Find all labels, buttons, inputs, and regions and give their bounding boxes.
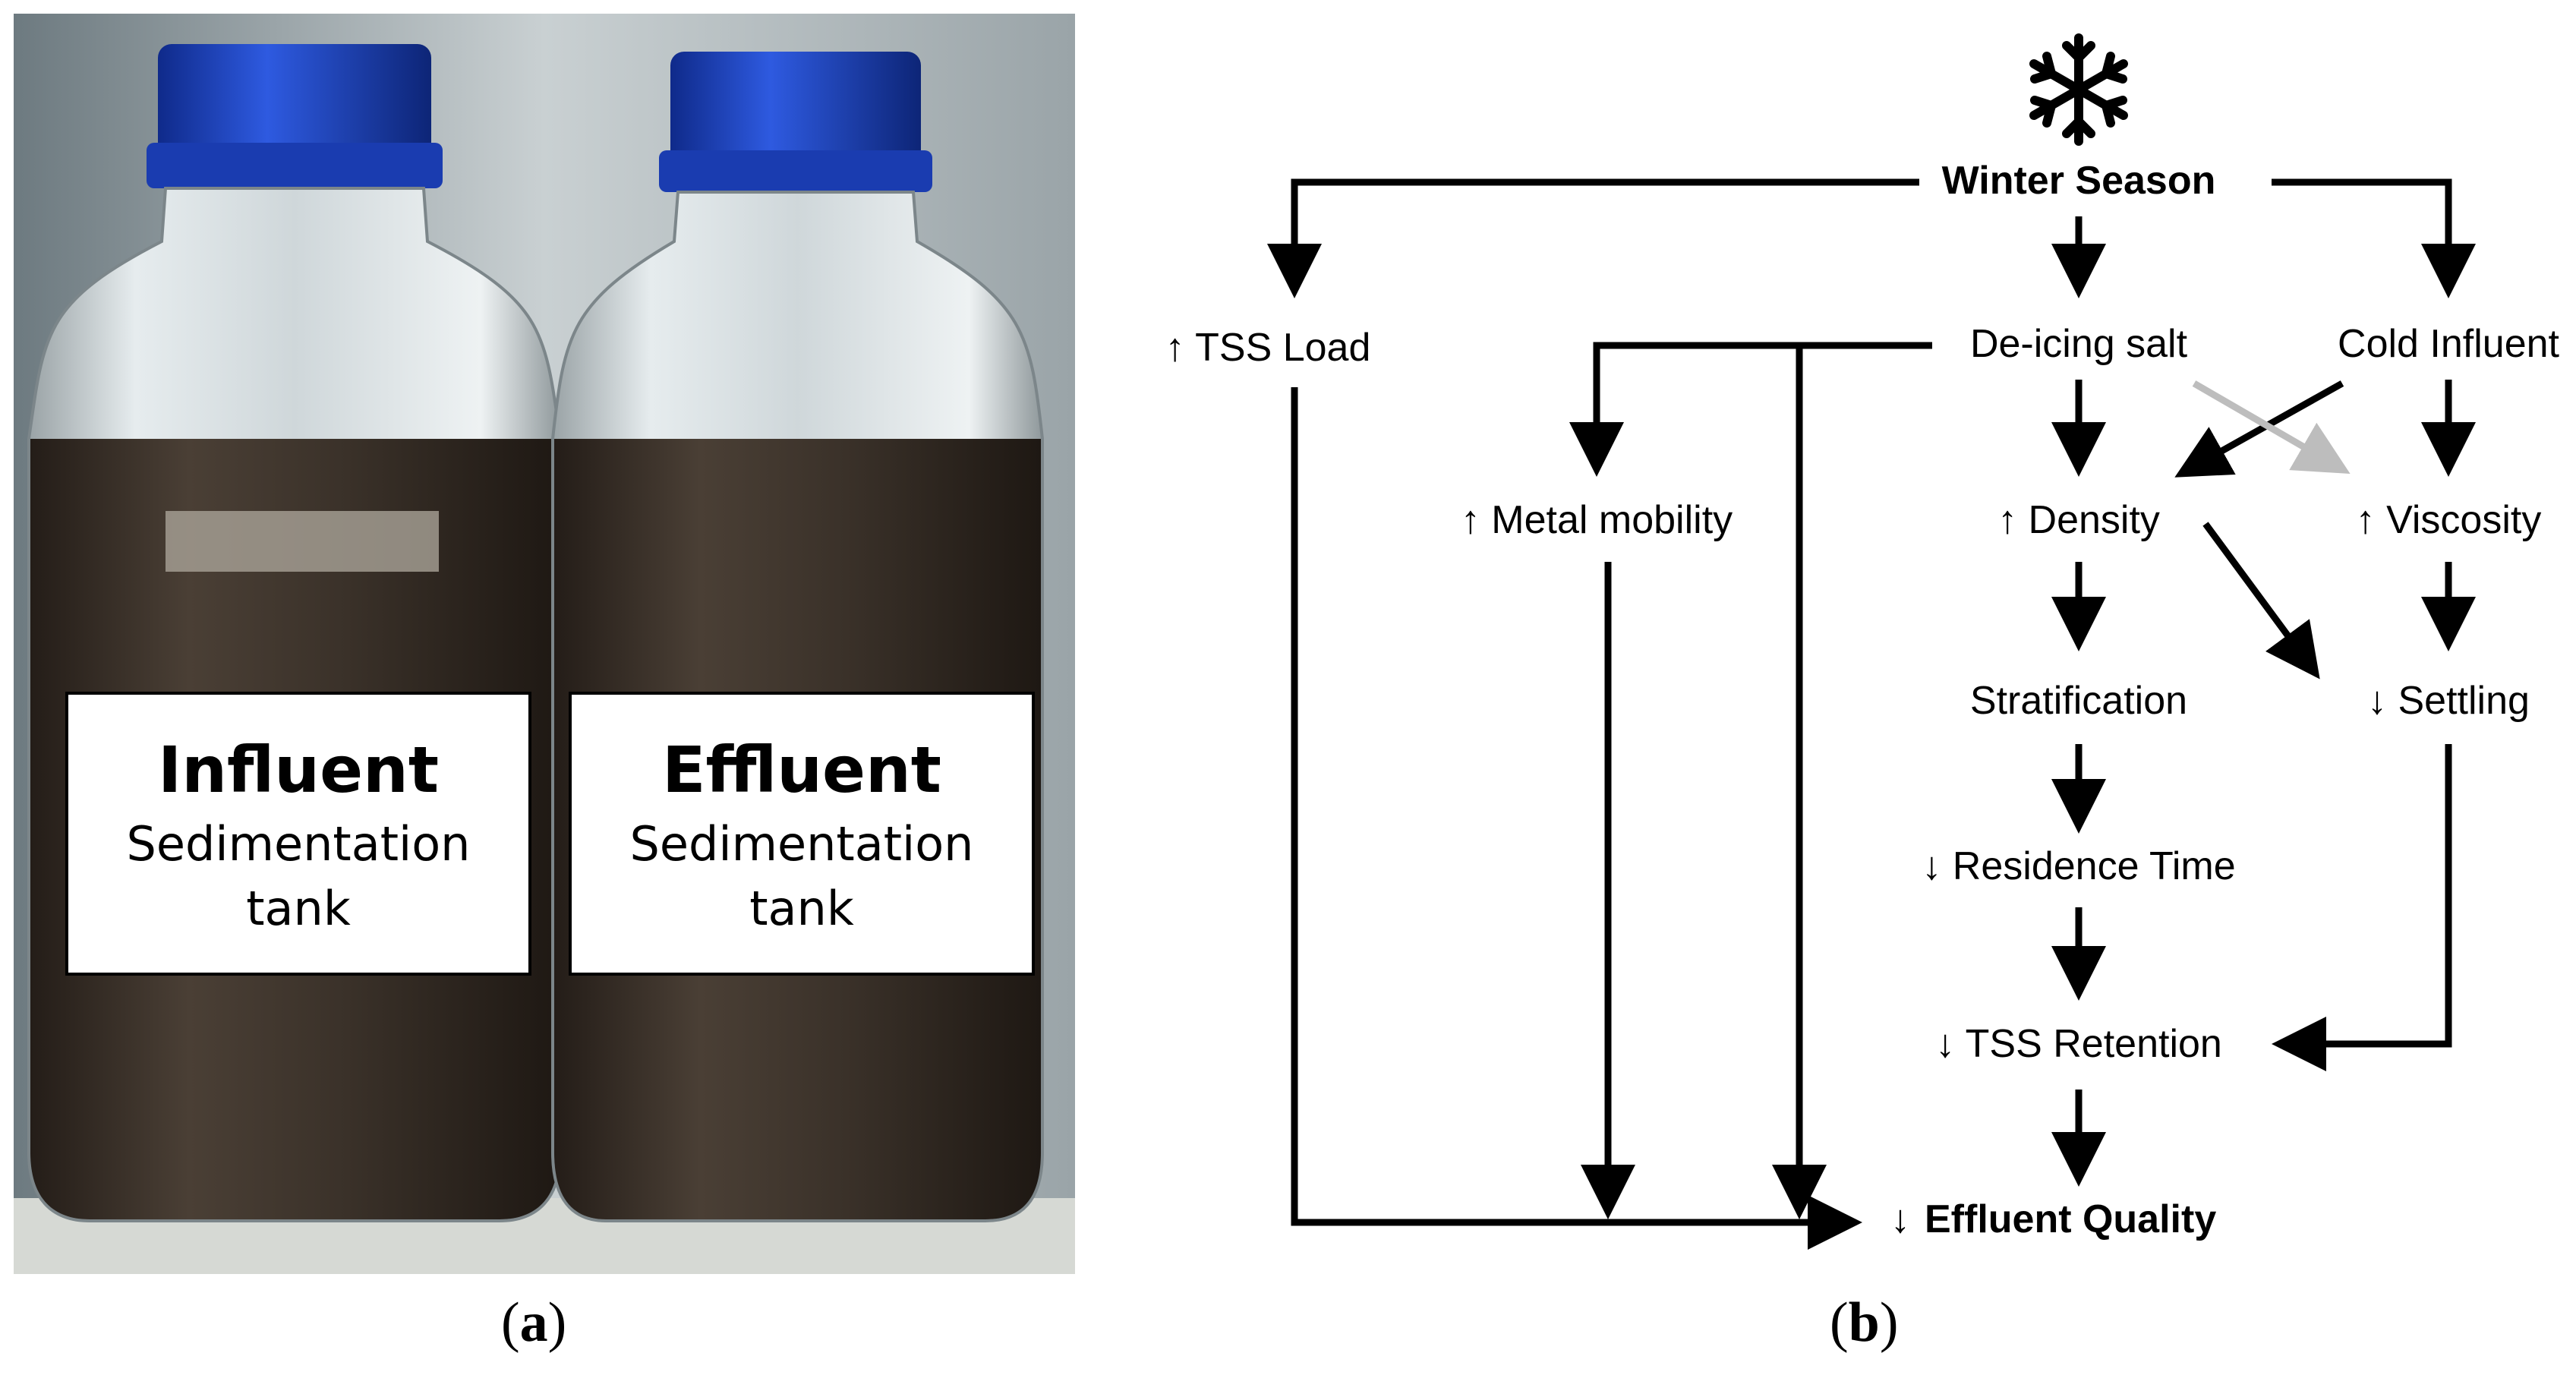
influent-title: Influent xyxy=(158,733,439,807)
influent-bottle: Influent Sedimentation tank xyxy=(27,44,562,1222)
node-stratification: Stratification xyxy=(1970,679,2187,723)
panel-label-b: (b) xyxy=(1830,1291,1899,1354)
label-remnant xyxy=(166,511,439,572)
arrow-deicing-to-viscosity-gray xyxy=(2192,380,2351,475)
node-tss-load: ↑ TSS Load xyxy=(1165,326,1371,370)
node-tss-retention: ↓ TSS Retention xyxy=(1935,1022,2222,1066)
diagram-panel: Winter Season ↑ TSS Load De-icing salt C… xyxy=(1093,0,2576,1371)
arrow-winter-to-cold-influent xyxy=(2272,178,2476,298)
bottles-photo: Influent Sedimentation tank Effluent Sed… xyxy=(14,14,1075,1274)
arrow-winter-to-tss-load xyxy=(1267,178,1919,298)
winter-effects-diagram: Winter Season ↑ TSS Load De-icing salt C… xyxy=(1165,33,2560,1250)
bottle-cap xyxy=(158,44,431,158)
snowflake-icon xyxy=(2029,33,2128,146)
photo-panel: Influent Sedimentation tank Effluent Sed… xyxy=(14,14,1075,1274)
node-viscosity: ↑ Viscosity xyxy=(2356,498,2542,542)
panel-label-a-letter: a xyxy=(519,1291,548,1354)
node-residence-time: ↓ Residence Time xyxy=(1922,844,2235,888)
node-density: ↑ Density xyxy=(1997,498,2160,542)
arrow-settling-to-tss-retention xyxy=(2272,744,2452,1071)
influent-line2: tank xyxy=(246,881,351,936)
bottle-cap-ring xyxy=(147,143,443,188)
bottle-cap-ring xyxy=(659,150,932,192)
panel-label-b-letter: b xyxy=(1848,1291,1880,1354)
panel-label-a: (a) xyxy=(501,1291,567,1354)
effluent-bottle: Effluent Sedimentation tank xyxy=(551,52,1044,1222)
node-effluent-quality-arrow: ↓ xyxy=(1890,1197,1910,1241)
arrow-deicing-to-metal-mobility xyxy=(1569,342,1932,477)
arrow-tss-load-to-effluent xyxy=(1291,387,1862,1250)
effluent-line1: Sedimentation xyxy=(630,816,974,872)
influent-line1: Sedimentation xyxy=(127,816,471,872)
node-deicing-salt: De-icing salt xyxy=(1970,322,2188,366)
influent-label-box xyxy=(65,692,531,976)
bottle-cap xyxy=(670,52,921,166)
effluent-label-box xyxy=(569,692,1035,976)
node-cold-influent: Cold Influent xyxy=(2338,322,2560,366)
effluent-line2: tank xyxy=(749,881,854,936)
node-effluent-quality: Effluent Quality xyxy=(1925,1197,2216,1241)
node-metal-mobility: ↑ Metal mobility xyxy=(1461,498,1733,542)
node-winter-season: Winter Season xyxy=(1942,159,2216,203)
arrow-density-to-settling xyxy=(2202,522,2320,680)
node-settling: ↓ Settling xyxy=(2367,679,2530,723)
effluent-title: Effluent xyxy=(662,733,941,807)
